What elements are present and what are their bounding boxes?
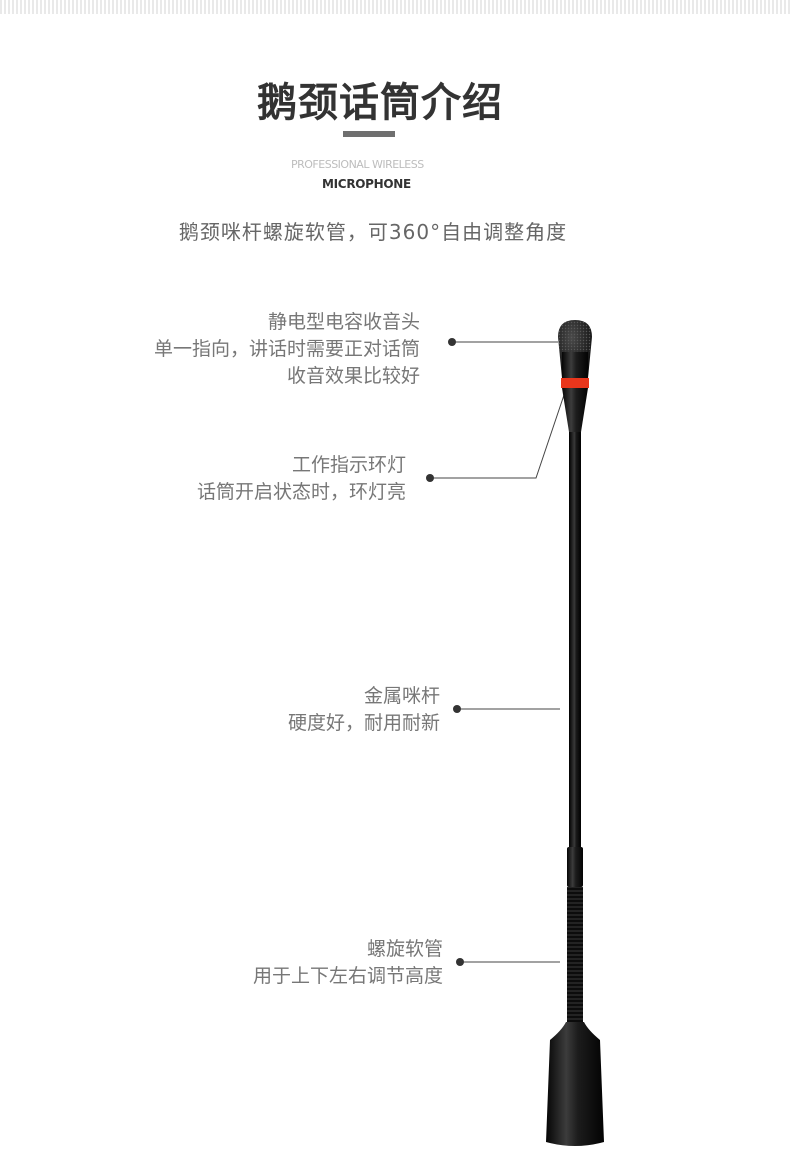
page-title: 鹅颈话筒介绍 [257,80,503,126]
callout-gooseneck: 螺旋软管 用于上下左右调节高度 [253,936,443,990]
leader-line-stem [453,705,560,713]
leader-line-gooseneck [456,958,560,966]
leader-line-indicator [426,394,565,482]
callout-gooseneck-line: 螺旋软管 [366,938,443,960]
callout-gooseneck-line: 用于上下左右调节高度 [252,965,443,987]
callout-indicator-line: 工作指示环灯 [291,454,406,476]
callout-dot-icon [448,338,456,346]
callout-capsule: 静电型电容收音头 单一指向，讲话时需要正对话筒 收音效果比较好 [154,309,420,390]
indicator-ring-icon [561,378,589,388]
microphone-head-icon [558,320,592,378]
capsule-neck [562,388,588,432]
tagline: 鹅颈咪杆螺旋软管，可360°自由调整角度 [178,220,568,244]
subtitle-english-line2: MICROPHONE [322,177,411,191]
callout-dot-icon [456,958,464,966]
callout-indicator-ring: 工作指示环灯 话筒开启状态时，环灯亮 [197,452,406,506]
title-underline [343,131,395,137]
callout-metal-stem: 金属咪杆 硬度好，耐用耐新 [288,683,440,737]
leader-line-capsule [448,338,558,346]
callout-stem-line: 硬度好，耐用耐新 [287,712,440,734]
metal-stem [569,432,581,847]
top-decorative-strip [0,0,790,14]
callout-capsule-line: 静电型电容收音头 [267,311,420,333]
gooseneck-coil [567,887,583,1022]
callout-stem-line: 金属咪杆 [363,685,440,707]
callout-capsule-line: 收音效果比较好 [286,365,420,387]
callout-indicator-line: 话筒开启状态时，环灯亮 [196,481,406,503]
callout-dot-icon [453,705,461,713]
subtitle-english-line1: PROFESSIONAL WIRELESS [291,158,424,171]
callout-capsule-line: 单一指向，讲话时需要正对话筒 [153,338,420,360]
xlr-base-connector [546,1022,604,1146]
stem-joint [567,847,583,887]
callout-dot-icon [426,474,434,482]
